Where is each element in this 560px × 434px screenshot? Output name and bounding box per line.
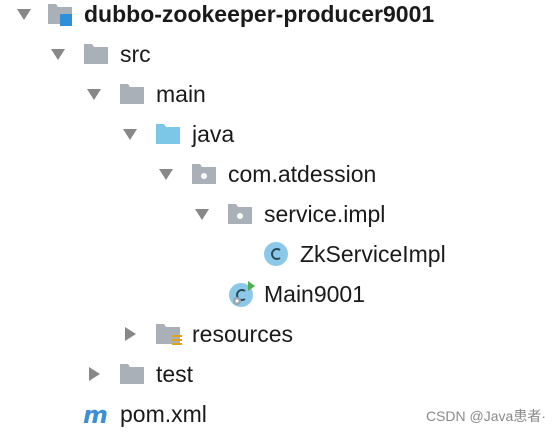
tree-item-label: com.atdession [228,161,377,187]
tree-item-label: main [156,81,206,107]
tree-item-label: java [192,121,235,147]
tree-item-class-main9001[interactable]: Main9001 [0,274,560,314]
chevron-down-icon[interactable] [194,206,210,222]
folder-icon [84,44,108,64]
chevron-down-icon[interactable] [86,86,102,102]
tree-item-label: Main9001 [264,281,366,307]
runnable-class-icon [229,281,255,307]
tree-item-java[interactable]: java [0,114,560,154]
tree-item-module[interactable]: dubbo-zookeeper-producer9001 [0,0,560,34]
folder-icon [120,364,144,384]
resources-folder-icon [156,324,182,345]
chevron-down-icon[interactable] [16,6,32,22]
tree-item-label: src [120,41,151,67]
tree-item-label: resources [192,321,293,347]
tree-item-label: pom.xml [120,401,207,427]
tree-item-label: dubbo-zookeeper-producer9001 [84,1,435,27]
tree-item-src[interactable]: src [0,34,560,74]
tree-item-class-zkserviceimpl[interactable]: ZkServiceImpl [0,234,560,274]
maven-icon: m [83,401,108,428]
tree-item-package-com-atdession[interactable]: com.atdession [0,154,560,194]
package-icon [228,204,252,224]
chevron-down-icon[interactable] [158,166,174,182]
folder-icon [120,84,144,104]
source-folder-icon [156,124,180,144]
tree-item-label: service.impl [264,201,386,227]
tree-item-package-service-impl[interactable]: service.impl [0,194,560,234]
chevron-right-icon[interactable] [122,326,138,342]
tree-item-label: ZkServiceImpl [300,241,446,267]
chevron-right-icon[interactable] [86,366,102,382]
module-folder-icon [48,4,72,26]
svg-text:m: m [83,401,108,428]
tree-item-pom-xml[interactable]: m pom.xml [0,394,560,434]
tree-item-main[interactable]: main [0,74,560,114]
chevron-down-icon[interactable] [50,46,66,62]
class-icon [264,242,288,266]
package-icon [192,164,216,184]
tree-item-test[interactable]: test [0,354,560,394]
chevron-down-icon[interactable] [122,126,138,142]
tree-item-resources[interactable]: resources [0,314,560,354]
watermark: CSDN @Java患者· [425,408,546,424]
tree-item-label: test [156,361,194,387]
